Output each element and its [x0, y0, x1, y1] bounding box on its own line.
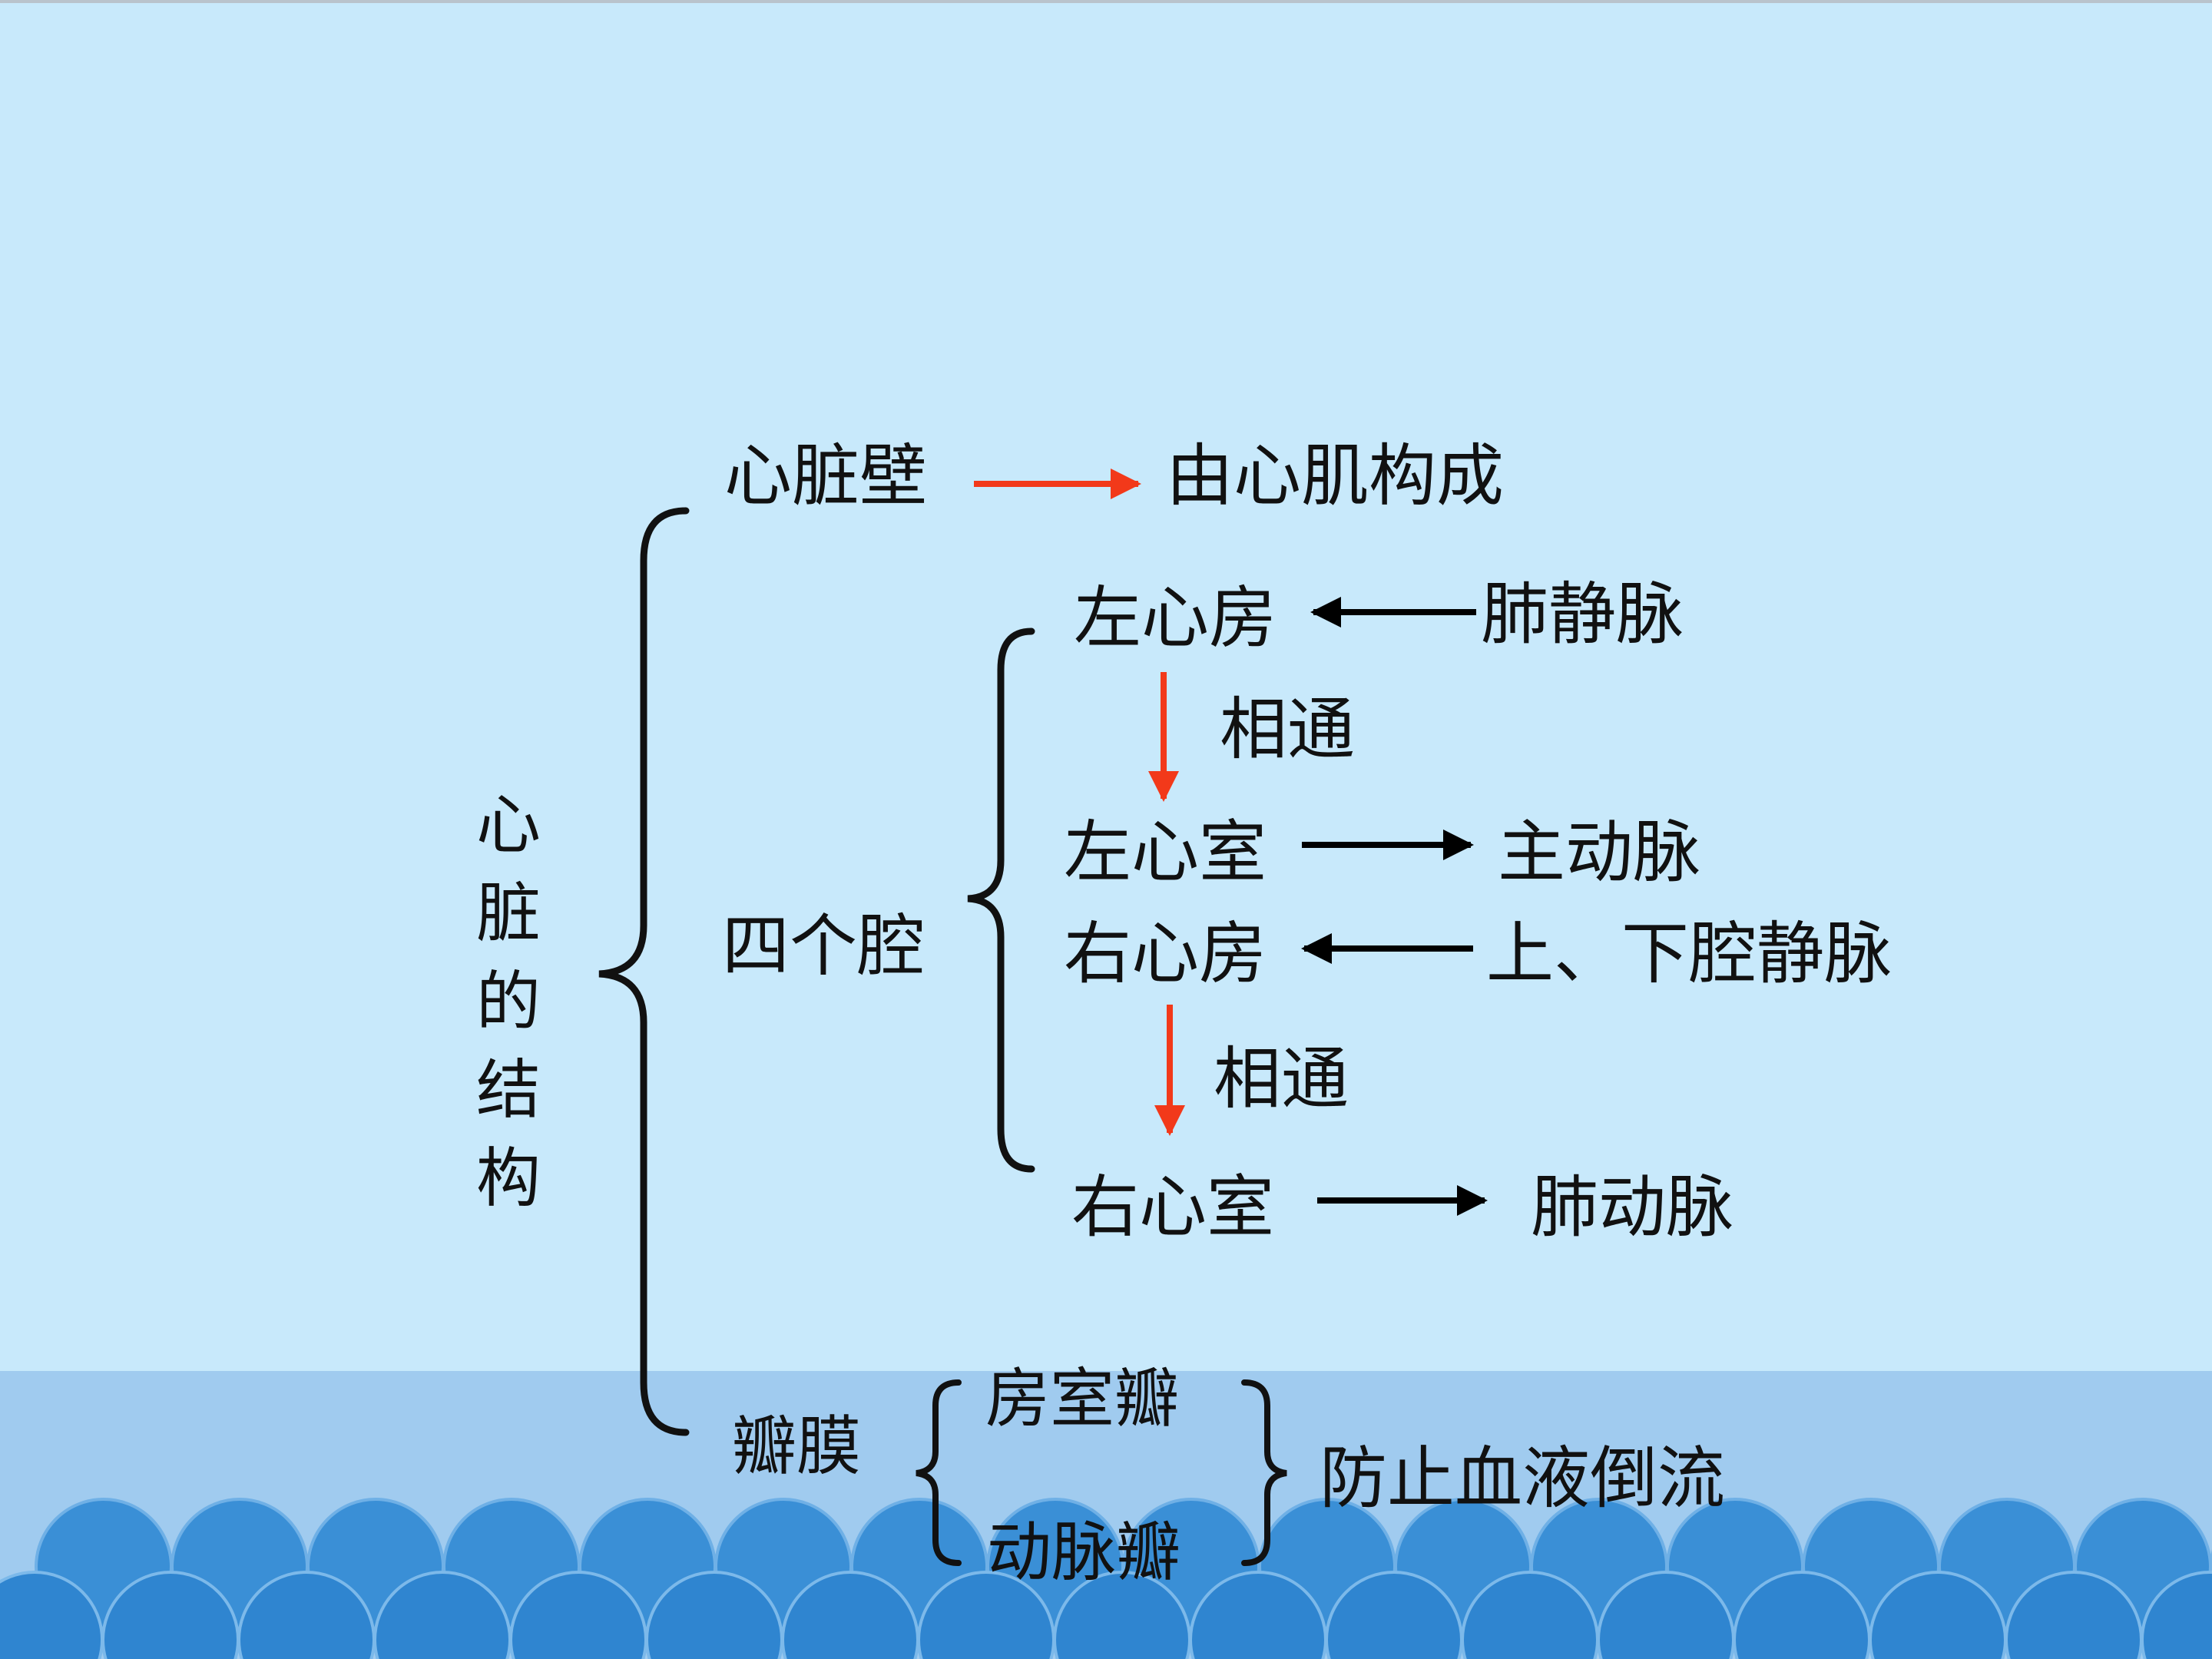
four-chambers-label: 四个腔 — [722, 906, 925, 985]
valves-right-brace — [1241, 1379, 1287, 1566]
heart-wall-label: 心脏壁 — [724, 436, 927, 515]
right-connect-label: 相通 — [1214, 1039, 1349, 1118]
av-valve-label: 房室瓣 — [985, 1361, 1179, 1436]
chambers-bracket — [967, 628, 1035, 1173]
pulmonary-artery-label: 肺动脉 — [1531, 1167, 1734, 1247]
left-ventricle-label: 左心室 — [1064, 813, 1267, 892]
root-bracket — [598, 507, 690, 1436]
heart-wall-composition: 由心肌构成 — [1166, 436, 1504, 515]
right-atrium-label: 右心房 — [1064, 914, 1267, 993]
pulmonary-vein-label: 肺静脉 — [1481, 575, 1684, 654]
scallop-front — [2141, 1571, 2212, 1659]
valves-function-label: 防止血液倒流 — [1320, 1439, 1725, 1518]
root-label-heart-structure: 心 脏 的 结 构 — [476, 787, 541, 1216]
arterial-valve-label: 动脉瓣 — [987, 1515, 1181, 1590]
valves-label: 瓣膜 — [732, 1409, 861, 1484]
root-char-4: 结 — [476, 1052, 541, 1128]
right-ventricle-label: 右心室 — [1071, 1167, 1274, 1247]
left-connect-label: 相通 — [1220, 690, 1355, 769]
aorta-label: 主动脉 — [1498, 813, 1700, 892]
root-char-3: 的 — [476, 964, 541, 1039]
root-char-2: 脏 — [476, 876, 541, 951]
root-char-5: 构 — [476, 1141, 541, 1216]
valves-left-brace — [916, 1379, 962, 1566]
top-border-line — [0, 0, 2212, 3]
vena-cava-label: 上、下腔静脉 — [1486, 914, 1892, 993]
scallop-wave-decoration — [0, 1498, 2212, 1659]
left-atrium-label: 左心房 — [1074, 578, 1277, 657]
root-char-1: 心 — [476, 787, 541, 863]
